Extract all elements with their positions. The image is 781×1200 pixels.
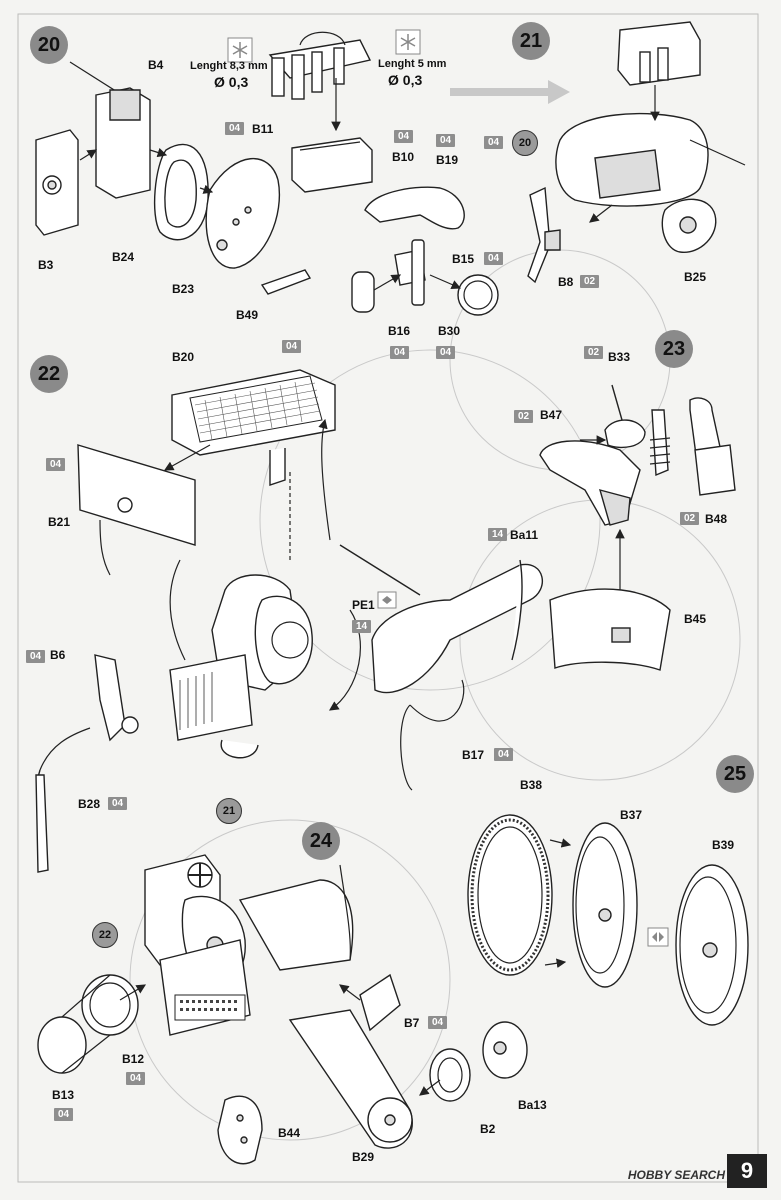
color-code-badge: 14: [352, 620, 372, 633]
part-label: B37: [620, 808, 643, 822]
color-code-badge: 02: [680, 512, 700, 525]
color-code-badge: 04: [390, 346, 410, 359]
step-number-22: 22: [30, 355, 68, 393]
color-code-badge: 04: [54, 1108, 74, 1121]
part-label: B28: [78, 797, 101, 811]
step22-drawing: [35, 369, 543, 873]
color-code-badge: 04: [108, 797, 128, 810]
wire-diameter-right: Ø 0,3: [388, 72, 423, 88]
part-label: B4: [148, 58, 164, 72]
subassembly-ref-20: 20: [512, 130, 538, 156]
color-code-badge: 04: [26, 650, 46, 663]
color-code-badge: 04: [436, 346, 456, 359]
step23-drawing: [539, 384, 736, 671]
part-label: B17: [462, 748, 485, 762]
part-label: Ba11: [510, 528, 539, 542]
color-code-badge: 04: [282, 340, 302, 353]
step20b-drawing: [268, 31, 499, 316]
part-label: B30: [438, 324, 461, 338]
wire-length-left: Lenght 8,3 mm: [190, 60, 268, 72]
part-label: B12: [122, 1052, 145, 1066]
wire-length-right: Lenght 5 mm: [378, 58, 447, 70]
color-code-badge: 04: [494, 748, 514, 761]
part-label: B33: [608, 350, 631, 364]
subassembly-ref-21: 21: [216, 798, 242, 824]
step20-drawing: [35, 61, 312, 295]
color-code-badge: 04: [126, 1072, 146, 1085]
part-label: B38: [520, 778, 543, 792]
arrow-right-icon: [450, 80, 570, 104]
step-number-25: 25: [716, 755, 754, 793]
part-label: B44: [278, 1126, 301, 1140]
part-label: B3: [38, 258, 54, 272]
part-label: B45: [684, 612, 707, 626]
color-code-badge: 02: [514, 410, 534, 423]
part-label: B15: [452, 252, 475, 266]
color-code-badge: 04: [484, 136, 504, 149]
part-label: B24: [112, 250, 135, 264]
part-label: B20: [172, 350, 195, 364]
part-label: B7: [404, 1016, 420, 1030]
part-label: Ba13: [518, 1098, 547, 1112]
part-label: B10: [392, 150, 415, 164]
mirror-icon: [377, 591, 397, 609]
part-label: B6: [50, 648, 66, 662]
part-label: B23: [172, 282, 195, 296]
part-label: B2: [480, 1122, 496, 1136]
part-label: B8: [558, 275, 574, 289]
page-number: 9: [727, 1154, 767, 1188]
part-label: B16: [388, 324, 411, 338]
part-label: B49: [236, 308, 259, 322]
part-label: B48: [705, 512, 728, 526]
color-code-badge: 14: [488, 528, 508, 541]
part-label: B29: [352, 1150, 375, 1164]
subassembly-ref-22: 22: [92, 922, 118, 948]
color-code-badge: 04: [225, 122, 245, 135]
step-number-21: 21: [512, 22, 550, 60]
snowflake-icon: [395, 29, 421, 55]
color-code-badge: 02: [584, 346, 604, 359]
color-code-badge: 04: [436, 134, 456, 147]
part-label: B11: [252, 122, 274, 136]
part-label: B39: [712, 838, 735, 852]
part-label: B19: [436, 153, 459, 167]
snowflake-icon: [227, 37, 253, 63]
color-code-badge: 04: [394, 130, 414, 143]
step21-drawing: [527, 21, 746, 284]
step-number-20: 20: [30, 26, 68, 64]
color-code-badge: 02: [580, 275, 600, 288]
color-code-badge: 04: [484, 252, 504, 265]
step25-drawing: [467, 814, 749, 1026]
color-code-badge: 04: [46, 458, 66, 471]
wire-diameter-left: Ø 0,3: [214, 74, 249, 90]
watermark: HOBBY SEARCH: [627, 1168, 725, 1182]
step-number-23: 23: [655, 330, 693, 368]
step24-drawing: [37, 854, 528, 1165]
part-label: B13: [52, 1088, 75, 1102]
mirror-icon: [647, 927, 669, 947]
part-label: PE1: [352, 598, 375, 612]
part-label: B47: [540, 408, 563, 422]
part-label: B25: [684, 270, 707, 284]
step-number-24: 24: [302, 822, 340, 860]
part-label: B21: [48, 515, 71, 529]
color-code-badge: 04: [428, 1016, 448, 1029]
